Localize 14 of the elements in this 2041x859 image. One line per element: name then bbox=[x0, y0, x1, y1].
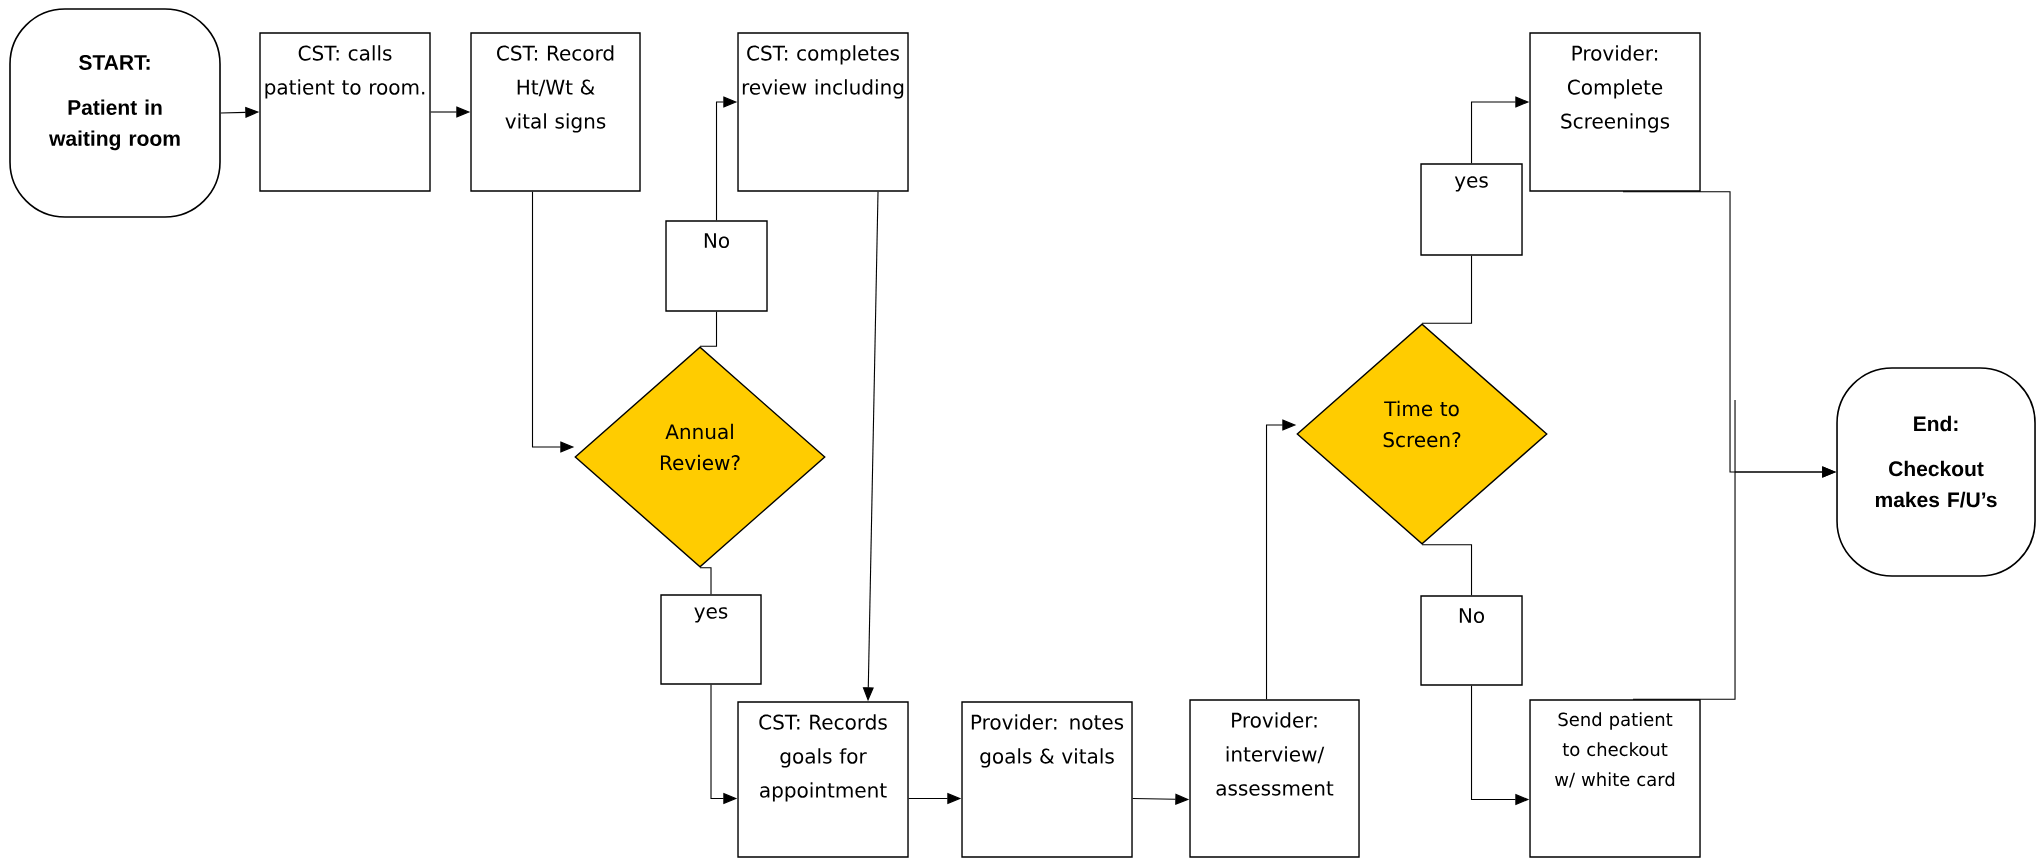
arrow bbox=[699, 567, 712, 595]
answer-box: yes bbox=[1420, 163, 1523, 256]
process-box: CST: Record Ht/Wt & vital signs bbox=[470, 32, 641, 192]
process-box: CST: completes review including bbox=[737, 32, 909, 192]
arrow bbox=[699, 311, 718, 347]
answer-box: No bbox=[1420, 595, 1523, 686]
process-box: CST: calls patient to room. bbox=[259, 32, 431, 192]
process-box: Send patient to checkout w/ white card bbox=[1529, 699, 1701, 858]
process-box: Provider: Complete Screenings bbox=[1529, 32, 1701, 192]
process-box: CST: Records goals for appointment bbox=[737, 701, 909, 858]
process-box: Provider: notes goals & vitals bbox=[961, 701, 1133, 858]
answer-box: yes bbox=[660, 594, 762, 685]
answer-box: No bbox=[665, 220, 768, 312]
process-box: Provider: interview/ assessment bbox=[1189, 699, 1360, 858]
